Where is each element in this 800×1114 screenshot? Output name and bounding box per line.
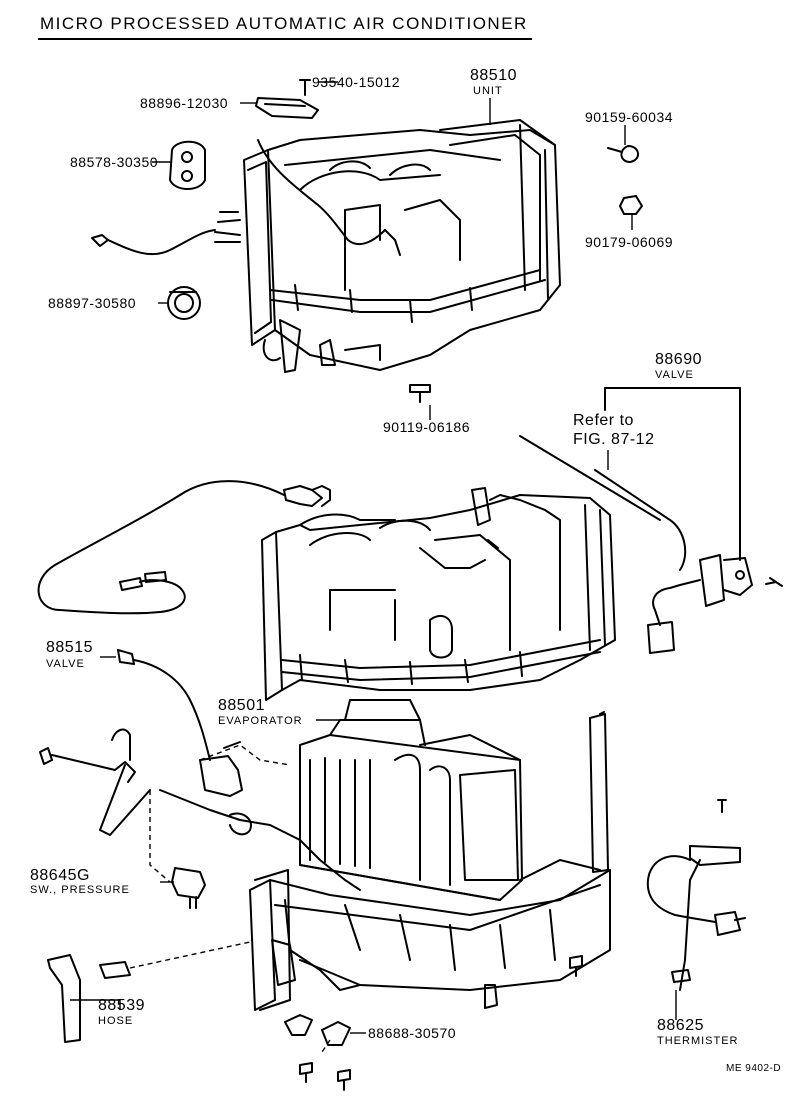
label-93540-15012: 93540-15012 [312,74,401,90]
label-88578-30350: 88578-30350 [70,154,159,170]
title-underline [38,38,532,40]
refrigerant-pipe [159,789,361,891]
label-88501: 88501 [218,697,265,714]
label-88515-desc: VALVE [46,658,85,670]
grommet-88897 [167,286,201,320]
label-88690: 88690 [655,351,702,368]
clip-88896 [255,97,319,119]
sensor-wire-left [91,229,216,256]
refer-fig-label: FIG. 87-12 [573,431,655,448]
label-88690-desc: VALVE [655,369,694,381]
nut-90179 [619,195,643,215]
label-88645G-desc: SW., PRESSURE [30,884,130,896]
label-88896-12030: 88896-12030 [140,95,229,111]
bolt-93540 [299,79,311,96]
screws-bottom [299,955,583,1091]
grommet-88578 [169,140,206,190]
figure-code: ME 9402-D [726,1063,782,1074]
label-88897-30580: 88897-30580 [48,295,137,311]
label-90159-60034: 90159-60034 [585,109,674,125]
label-88625-desc: THERMISTER [657,1035,739,1047]
expansion-valve-88690 [519,387,783,654]
diagram-title: MICRO PROCESSED AUTOMATIC AIR CONDITIONE… [40,14,528,33]
middle-wire-harness [37,480,331,615]
thermister-88625 [646,799,746,991]
middle-unit-case [261,487,616,701]
label-90179-06069: 90179-06069 [585,234,674,250]
label-88539-desc: HOSE [98,1015,134,1027]
label-88645G: 88645G [30,867,90,884]
label-88501-desc: EVAPORATOR [218,715,303,727]
bolt-90159 [607,145,639,163]
screw-90119 [409,384,431,403]
upper-unit-housing [214,119,561,373]
valve-88515 [117,649,243,797]
clip-88688 [284,1014,351,1046]
bracket-right [589,711,609,873]
label-88539: 88539 [98,997,145,1014]
hose-88539 [47,954,131,1043]
label-88510: 88510 [470,67,517,84]
label-90119-06186: 90119-06186 [383,419,470,435]
label-88510-desc: UNIT [473,85,503,97]
refer-to-label: Refer to [573,412,634,429]
label-88515: 88515 [46,639,93,656]
lower-case [249,859,611,1011]
label-88688-30570: 88688-30570 [368,1025,457,1041]
label-88625: 88625 [657,1017,704,1034]
